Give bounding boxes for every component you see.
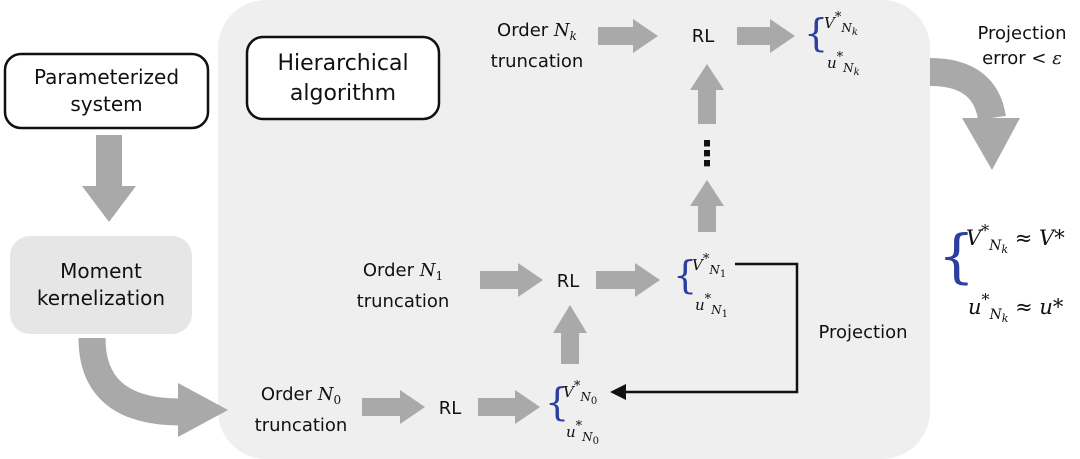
rl-n0-label: RL [438, 398, 462, 419]
brace-nk: { [804, 11, 829, 55]
parameterized-system-label: Parameterized system [5, 64, 208, 118]
projection-label: Projection [818, 322, 908, 343]
arrow-moment-to-n0-head [178, 383, 228, 437]
param-line1: Parameterized [33, 65, 180, 89]
hierarchical-algorithm-box [245, 35, 441, 121]
projection-arrowhead [610, 384, 626, 400]
arrow-vec1-up [690, 180, 724, 232]
moment-line2: kernelization [36, 286, 166, 310]
rl-n1-label: RL [556, 271, 580, 292]
u-n1: u*N1 [695, 292, 729, 320]
hier-line1: Hierarchical [277, 51, 409, 76]
final-brace: { [938, 222, 975, 290]
arrow-param-to-moment [82, 135, 136, 222]
arrow-n1-trunc-to-rl [480, 263, 543, 297]
moment-kernelization-label: Moment kernelization [10, 258, 192, 312]
final-u-approx: u*Nk ≈ u* [968, 290, 1064, 325]
v-nk: V*Nk [824, 10, 858, 38]
order-nk-label: Order Nk truncation [490, 20, 584, 72]
arrow-to-result [929, 58, 1006, 121]
moment-kernelization-box [10, 236, 192, 334]
final-v-approx: V*Nk ≈ V* [966, 221, 1065, 256]
arrow-moment-to-n0 [78, 337, 181, 426]
u-n0: u*N0 [566, 419, 600, 447]
projection-error-label: Projection error < ε [977, 23, 1067, 69]
hierarchical-algorithm-label: Hierarchical algorithm [247, 49, 439, 109]
rl-nk-label: RL [691, 26, 715, 47]
arrow-n0-trunc-to-rl [362, 390, 425, 424]
arrow-n0-rl-to-vec [478, 390, 540, 424]
arrow-nk-trunc-to-rl [598, 19, 658, 53]
arrow-n1-rl-to-vec [596, 263, 660, 297]
vertical-dots: ⋮ [690, 134, 724, 174]
arrow-nk-rl-to-vec [737, 19, 795, 53]
projection-line [624, 262, 799, 394]
v-n1: V*N1 [692, 252, 727, 280]
arrow-to-result-head [962, 118, 1020, 170]
moment-line1: Moment [60, 259, 142, 283]
param-line2: system [70, 92, 143, 116]
brace-n0: { [545, 380, 570, 424]
v-n0: V*N0 [563, 379, 598, 407]
u-nk: u*Nk [827, 50, 860, 78]
order-n1-label: Order N1 truncation [356, 260, 450, 312]
parameterized-system-box [3, 52, 210, 130]
order-n0-label: Order N0 truncation [254, 384, 348, 436]
hier-line2: algorithm [289, 81, 397, 106]
arrow-to-rlk [690, 64, 724, 124]
brace-n1: { [673, 253, 698, 297]
arrow-rl0-to-rl1 [553, 305, 587, 364]
